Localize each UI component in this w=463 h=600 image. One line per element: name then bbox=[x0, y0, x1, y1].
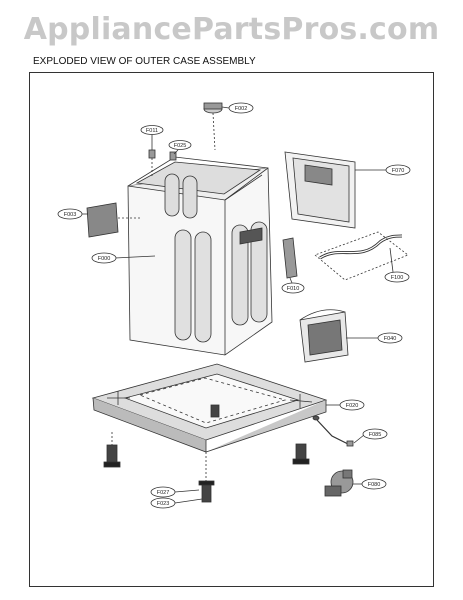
part-f070 bbox=[284, 151, 356, 229]
callout-f020: F020 bbox=[346, 403, 359, 409]
callout-f000: F000 bbox=[98, 256, 111, 262]
part-f020 bbox=[91, 363, 328, 453]
part-f085 bbox=[312, 415, 354, 447]
part-f010 bbox=[282, 237, 298, 279]
part-f027-f023 bbox=[198, 452, 215, 503]
part-f002 bbox=[203, 102, 223, 151]
callout-f025: F025 bbox=[174, 143, 187, 149]
callout-f002: F002 bbox=[235, 106, 248, 112]
diagram-title: EXPLODED VIEW OF OUTER CASE ASSEMBLY bbox=[33, 56, 256, 67]
diagram-frame bbox=[29, 72, 434, 587]
callout-f070: F070 bbox=[392, 168, 405, 174]
part-f003 bbox=[86, 202, 140, 238]
part-f040 bbox=[299, 309, 349, 363]
part-f100 bbox=[314, 231, 409, 281]
callout-f011: F011 bbox=[146, 128, 158, 134]
watermark-logo: AppliancePartsPros.com bbox=[23, 12, 440, 47]
callout-f040: F040 bbox=[384, 336, 397, 342]
callout-f027: F027 bbox=[157, 490, 170, 496]
part-feet bbox=[103, 404, 310, 468]
part-f025 bbox=[169, 151, 177, 161]
callout-f023: F023 bbox=[157, 501, 170, 507]
callout-f080: F080 bbox=[368, 482, 381, 488]
callout-f085: F085 bbox=[369, 432, 382, 438]
callout-f100: F100 bbox=[391, 275, 404, 281]
part-f080 bbox=[324, 469, 354, 497]
callouts: F002 F011 F025 F070 F003 F000 F010 F100 … bbox=[57, 102, 411, 509]
callout-f003: F003 bbox=[64, 212, 77, 218]
callout-f010: F010 bbox=[287, 286, 300, 292]
outer-case bbox=[127, 156, 273, 356]
